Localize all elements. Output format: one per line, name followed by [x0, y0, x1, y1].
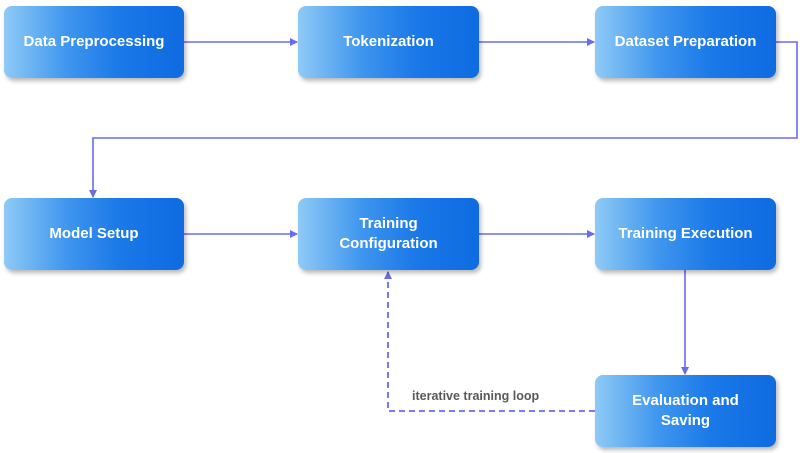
arrow-dataset-preparation-to-model-setup: [89, 41, 798, 198]
node-training-execution: Training Execution: [595, 198, 776, 270]
node-dataset-preparation: Dataset Preparation: [595, 6, 776, 78]
node-evaluation-and-saving: Evaluation and Saving: [595, 375, 776, 447]
node-training-configuration: Training Configuration: [298, 198, 479, 270]
node-model-setup: Model Setup: [4, 198, 184, 270]
loop-label: iterative training loop: [412, 389, 540, 403]
node-data-preprocessing: Data Preprocessing: [4, 6, 184, 78]
node-tokenization: Tokenization: [298, 6, 479, 78]
